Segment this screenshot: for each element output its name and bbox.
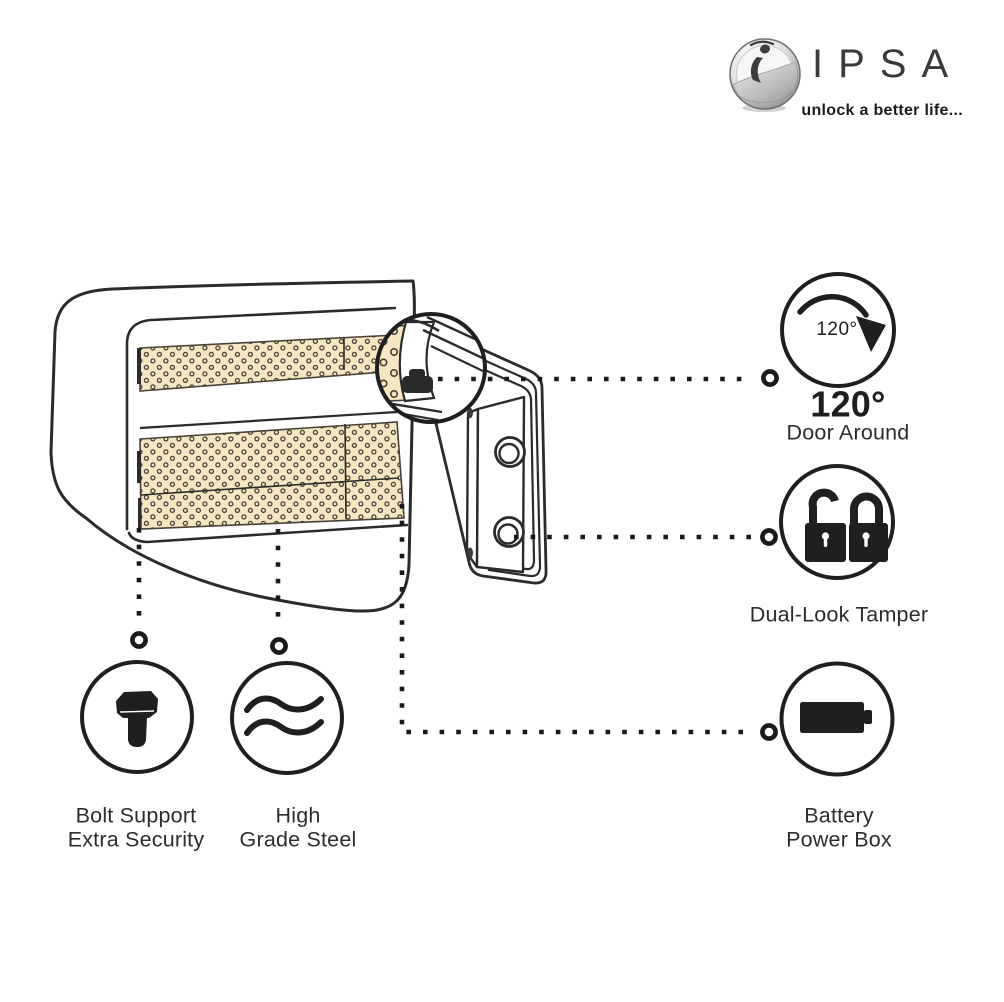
label-bolt-support: Bolt Support Extra Security (67, 803, 205, 851)
door-hinge-knuckles (467, 407, 473, 559)
bolt-icon (116, 691, 158, 747)
label-door-around: 120° Door Around (786, 383, 910, 445)
feature-circle-steel (230, 661, 344, 775)
dotted-connectors (136, 376, 753, 735)
safe-interior (137, 334, 405, 530)
brand-name: IPSA (812, 42, 964, 86)
label-dual-look-tamper: Dual-Look Tamper (749, 602, 929, 627)
connector-rings (130, 369, 779, 741)
hinge-pin (402, 369, 433, 393)
interior-panel-bottom (139, 421, 405, 530)
brand-tagline: unlock a better life... (801, 102, 963, 119)
interior-shadow-bars (137, 348, 141, 528)
hinge-loupe (375, 312, 487, 424)
label-high-grade-steel: High Grade Steel (239, 803, 357, 851)
rotation-degree-badge: 120° (816, 319, 858, 340)
dual-padlock-icon (805, 488, 888, 562)
battery-icon (800, 702, 872, 733)
label-battery-power-box: Battery Power Box (786, 803, 892, 851)
rotation-arrow-icon (797, 294, 886, 352)
label-door-around-value: 120° (810, 383, 886, 425)
label-door-around-text: Door Around (786, 420, 910, 445)
steel-waves-icon (244, 695, 324, 736)
ipsa-monogram-icon (729, 38, 801, 112)
